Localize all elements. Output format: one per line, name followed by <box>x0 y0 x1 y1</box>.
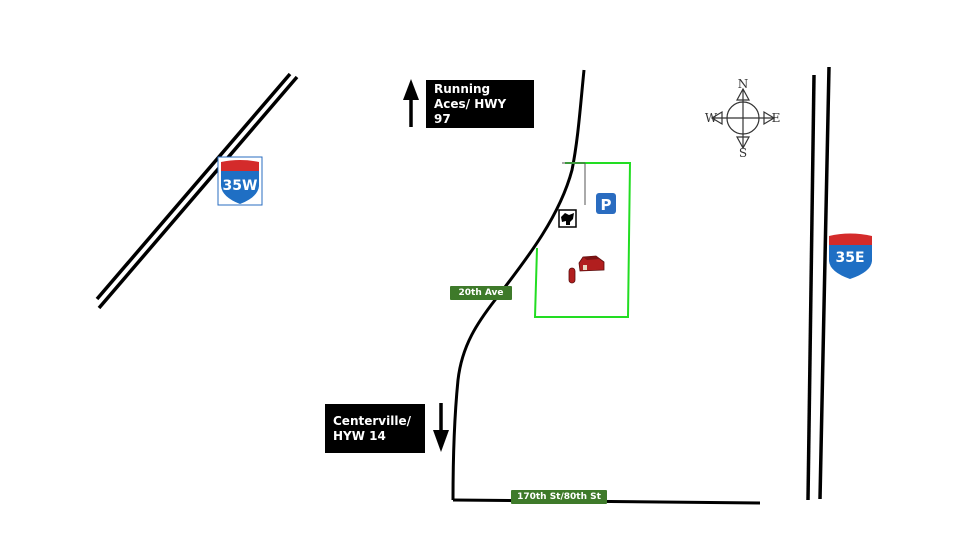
compass-south-label: S <box>739 146 747 160</box>
interstate-35e-shield-icon: 35E <box>829 233 872 279</box>
centerville-hyw14-label: Centerville/ HYW 14 <box>325 404 425 453</box>
parking-sign-icon: P <box>596 193 616 214</box>
interstate-35w-road <box>95 72 299 310</box>
20th-ave-tag: 20th Ave <box>450 286 512 300</box>
interstate-35e-road <box>806 66 831 501</box>
interstate-35w-label: 35W <box>223 178 258 194</box>
property-boundary <box>533 162 632 318</box>
animal-icon <box>558 209 577 228</box>
barn-icon <box>578 255 605 272</box>
interstate-35e-label: 35E <box>835 250 864 266</box>
silo-icon <box>568 267 576 284</box>
20th-ave-road <box>451 69 586 501</box>
compass-west-label: W <box>705 111 718 125</box>
compass-north-label: N <box>738 77 749 91</box>
compass-east-label: E <box>772 111 781 125</box>
running-aces-hwy97-label: Running Aces/ HWY 97 <box>426 80 534 128</box>
driveway <box>562 162 586 205</box>
south-arrow-icon <box>433 403 449 452</box>
170th-st-tag: 170th St/80th St <box>511 490 607 504</box>
compass-rose-icon <box>710 87 776 150</box>
parking-sign-label: P <box>601 196 612 214</box>
interstate-35w-shield-icon: 35W <box>217 156 263 206</box>
north-arrow-icon <box>403 79 419 127</box>
